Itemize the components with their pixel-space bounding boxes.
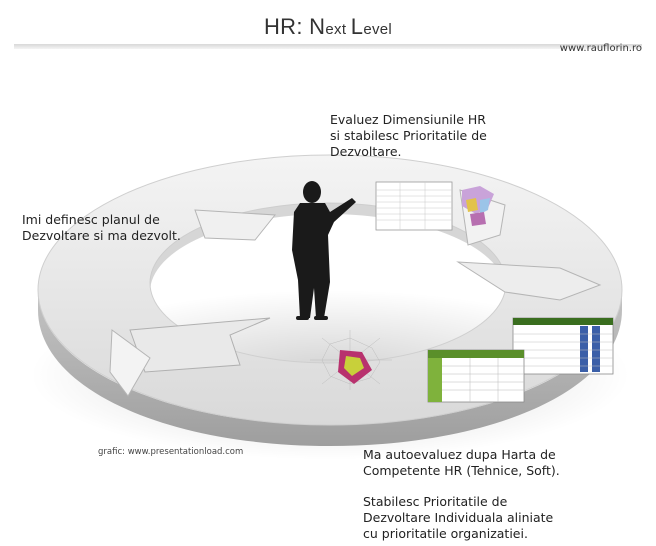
step-self-assess-line: Competente HR (Tehnice, Soft). [363,463,560,478]
matrix-thumbnail-front [427,349,525,403]
radar-chart [310,330,392,390]
step-self-assess-line: Ma autoevaluez dupa Harta de [363,447,556,462]
step-plan-line: Imi definesc planul de [22,212,160,227]
presenter-silhouette [292,181,356,320]
step-evaluate-line: Evaluez Dimensiunile HR [330,112,486,127]
step-priorities-line: Dezvoltare Individuala aliniate [363,510,554,525]
website-link[interactable]: www.rauflorin.ro [559,43,642,54]
title-part-n: N [309,14,326,39]
step-priorities-line: Stabilesc Prioritatile de [363,494,508,509]
arrow-head-bottom-left [109,329,151,397]
step-individual-priorities: Stabilesc Prioritatile de Dezvoltare Ind… [363,494,623,542]
title-part-ext: ext [325,21,351,38]
title-divider [14,44,642,49]
step-self-assessment: Ma autoevaluez dupa Harta de Competente … [363,447,623,479]
table-thumbnail-top [375,181,453,231]
title-part-evel: evel [363,21,393,38]
arrow-head-right [456,261,602,301]
step-evaluate-line: si stabilesc Prioritatile de [330,128,487,143]
step-priorities-line: cu prioritatile organizatiei. [363,526,528,541]
arrow-head-left [194,209,276,241]
title-part-l: L [350,14,364,39]
step-plan-line: Dezvoltare si ma dezvolt. [22,228,181,243]
title-part-hr: HR [263,14,297,39]
graphic-credit: grafic: www.presentationload.com [98,447,244,457]
step-evaluate-dimensions: Evaluez Dimensiunile HR si stabilesc Pri… [330,112,530,160]
matrix-thumbnail-back [512,317,614,375]
title-part-colon: : [296,14,310,39]
step-development-plan: Imi definesc planul de Dezvoltare si ma … [22,212,222,244]
map-thumbnail [462,186,494,226]
page-title: HR: Next Level [0,14,656,40]
step-evaluate-line: Dezvoltare. [330,144,402,159]
